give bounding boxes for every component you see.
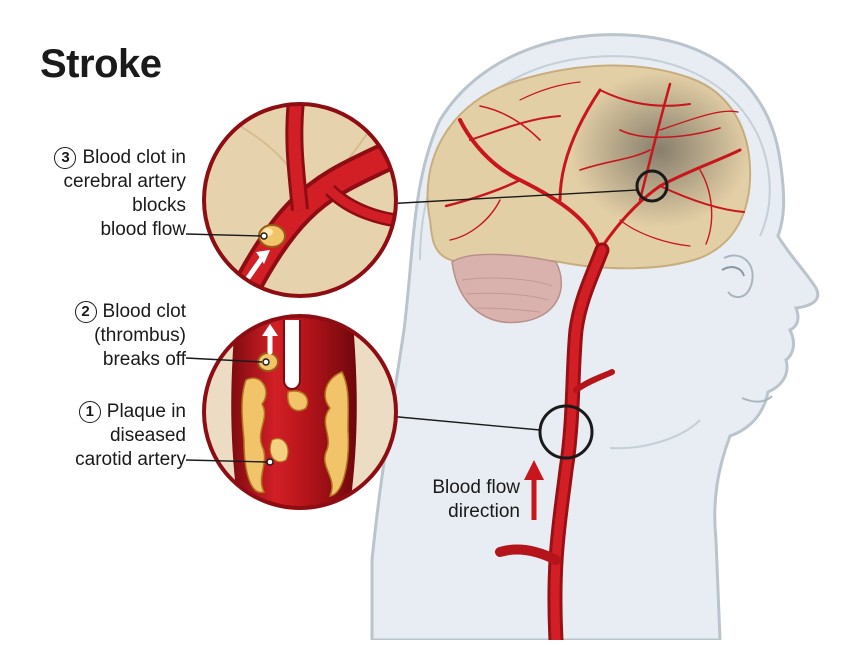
connector-line-top (383, 189, 639, 205)
callout-number-1: 1 (78, 401, 101, 423)
cerebral-arteries (444, 81, 745, 252)
brain-shading (570, 72, 750, 228)
callout-leaders (185, 233, 269, 463)
callout-number-2: 2 (74, 301, 97, 323)
eye-outline (721, 266, 745, 277)
zoom-circle-cerebral (202, 102, 398, 298)
zoom-circle-carotid (202, 314, 398, 510)
circle-highlight-icon (538, 404, 594, 460)
mouth-outline (741, 395, 773, 403)
circle-highlight-icon (635, 169, 669, 203)
connector-line-bottom (387, 415, 541, 431)
carotid-artery (495, 242, 615, 645)
ear-outline (723, 254, 754, 299)
jaw-outline (609, 419, 701, 450)
cerebellum (451, 253, 562, 324)
page-title: Stroke (40, 42, 162, 86)
arrow-up-icon (524, 460, 544, 520)
blood-flow-direction-label: Blood flow direction (432, 477, 520, 522)
cerebellum-folds (461, 277, 553, 313)
callout-dots (260, 232, 274, 466)
arrow-up-icon (245, 255, 265, 281)
callout-number-3: 3 (54, 147, 77, 169)
